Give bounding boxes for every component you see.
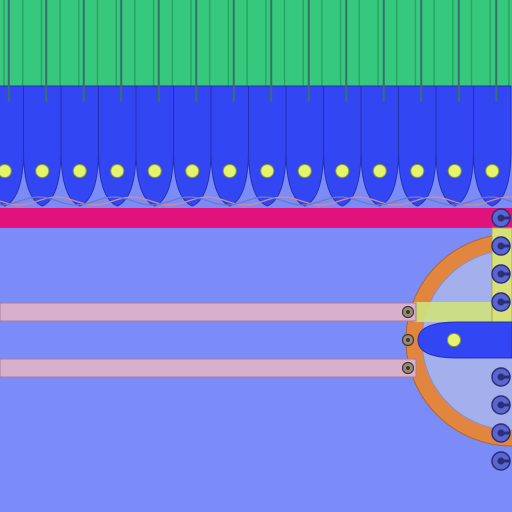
seed-pod-icon bbox=[248, 0, 287, 207]
rail bbox=[0, 358, 417, 378]
bolt-center bbox=[406, 366, 410, 370]
seed-pod-icon bbox=[360, 0, 399, 207]
wave-lines bbox=[0, 196, 512, 206]
pod-seed-dot bbox=[447, 333, 461, 347]
seed-pod-row bbox=[0, 0, 512, 207]
pod-seed-dot bbox=[485, 164, 500, 178]
socket-icon[interactable] bbox=[491, 292, 511, 312]
pod-seed-dot bbox=[410, 164, 425, 178]
socket-icon[interactable] bbox=[491, 236, 511, 256]
seed-pod-body bbox=[435, 85, 474, 207]
seed-pod-icon bbox=[173, 0, 212, 207]
socket-key bbox=[501, 244, 510, 248]
socket-key bbox=[501, 216, 510, 220]
socket-key bbox=[501, 300, 510, 304]
pod-seed-dot bbox=[222, 164, 237, 178]
rail bbox=[0, 302, 417, 322]
socket-key bbox=[501, 272, 510, 276]
grass-band bbox=[0, 0, 512, 92]
seed-pod-icon bbox=[23, 0, 62, 207]
seed-pod-icon bbox=[0, 0, 24, 207]
pod-seed-dot bbox=[185, 164, 200, 178]
seed-pod-body bbox=[285, 85, 324, 207]
seed-pod-body bbox=[135, 85, 174, 207]
socket-icon[interactable] bbox=[491, 264, 511, 284]
pod-seed-dot bbox=[110, 164, 125, 178]
seed-pod-body bbox=[323, 85, 362, 207]
seed-pod-icon bbox=[135, 0, 174, 207]
seed-pod-icon bbox=[98, 0, 137, 207]
seed-pod-icon bbox=[398, 0, 437, 207]
seed-pod-icon bbox=[285, 0, 324, 207]
socket-icon[interactable] bbox=[491, 451, 511, 471]
wave-line bbox=[0, 196, 512, 206]
seed-pod-icon bbox=[473, 0, 512, 207]
pod-seed-dot bbox=[147, 164, 162, 178]
seed-pod-body bbox=[360, 85, 399, 207]
socket-key bbox=[501, 459, 510, 463]
seed-pod-body bbox=[248, 85, 287, 207]
rails bbox=[0, 302, 417, 378]
pod-seed-dot bbox=[35, 164, 50, 178]
pod-seed-dot bbox=[0, 164, 12, 178]
seed-pod-icon bbox=[323, 0, 362, 207]
magenta-bar bbox=[0, 208, 512, 228]
seed-pod-icon bbox=[435, 0, 474, 207]
seed-pod-body bbox=[398, 85, 437, 207]
pod-seed-dot bbox=[260, 164, 275, 178]
machine[interactable] bbox=[405, 208, 512, 471]
seed-pod-icon bbox=[417, 321, 512, 359]
socket-key bbox=[501, 403, 510, 407]
pod-seed-dot bbox=[297, 164, 312, 178]
seed-pod-body bbox=[210, 85, 249, 207]
socket-icon[interactable] bbox=[491, 423, 511, 443]
pod-seed-dot bbox=[335, 164, 350, 178]
bolt-center bbox=[406, 310, 410, 314]
socket-icon[interactable] bbox=[491, 208, 511, 228]
bolt-icon[interactable] bbox=[401, 305, 415, 319]
pod-seed-dot bbox=[447, 164, 462, 178]
seed-pod-icon bbox=[210, 0, 249, 207]
seed-pod-icon bbox=[60, 0, 99, 207]
seed-pod-body bbox=[60, 85, 99, 207]
socket-icon[interactable] bbox=[491, 367, 511, 387]
socket-key bbox=[501, 431, 510, 435]
seed-pod-body bbox=[473, 85, 512, 207]
pod-seed-dot bbox=[72, 164, 87, 178]
bolt-icon[interactable] bbox=[401, 361, 415, 375]
yellow-beam bbox=[414, 302, 512, 322]
seed-pod-body bbox=[98, 85, 137, 207]
seed-pod-body bbox=[173, 85, 212, 207]
socket-icon[interactable] bbox=[491, 395, 511, 415]
seed-pod-body bbox=[23, 85, 62, 207]
pod-seed-dot bbox=[372, 164, 387, 178]
bolt-center bbox=[406, 338, 410, 342]
socket-key bbox=[501, 375, 510, 379]
bolt-icon[interactable] bbox=[401, 333, 415, 347]
grass-field bbox=[0, 0, 512, 92]
